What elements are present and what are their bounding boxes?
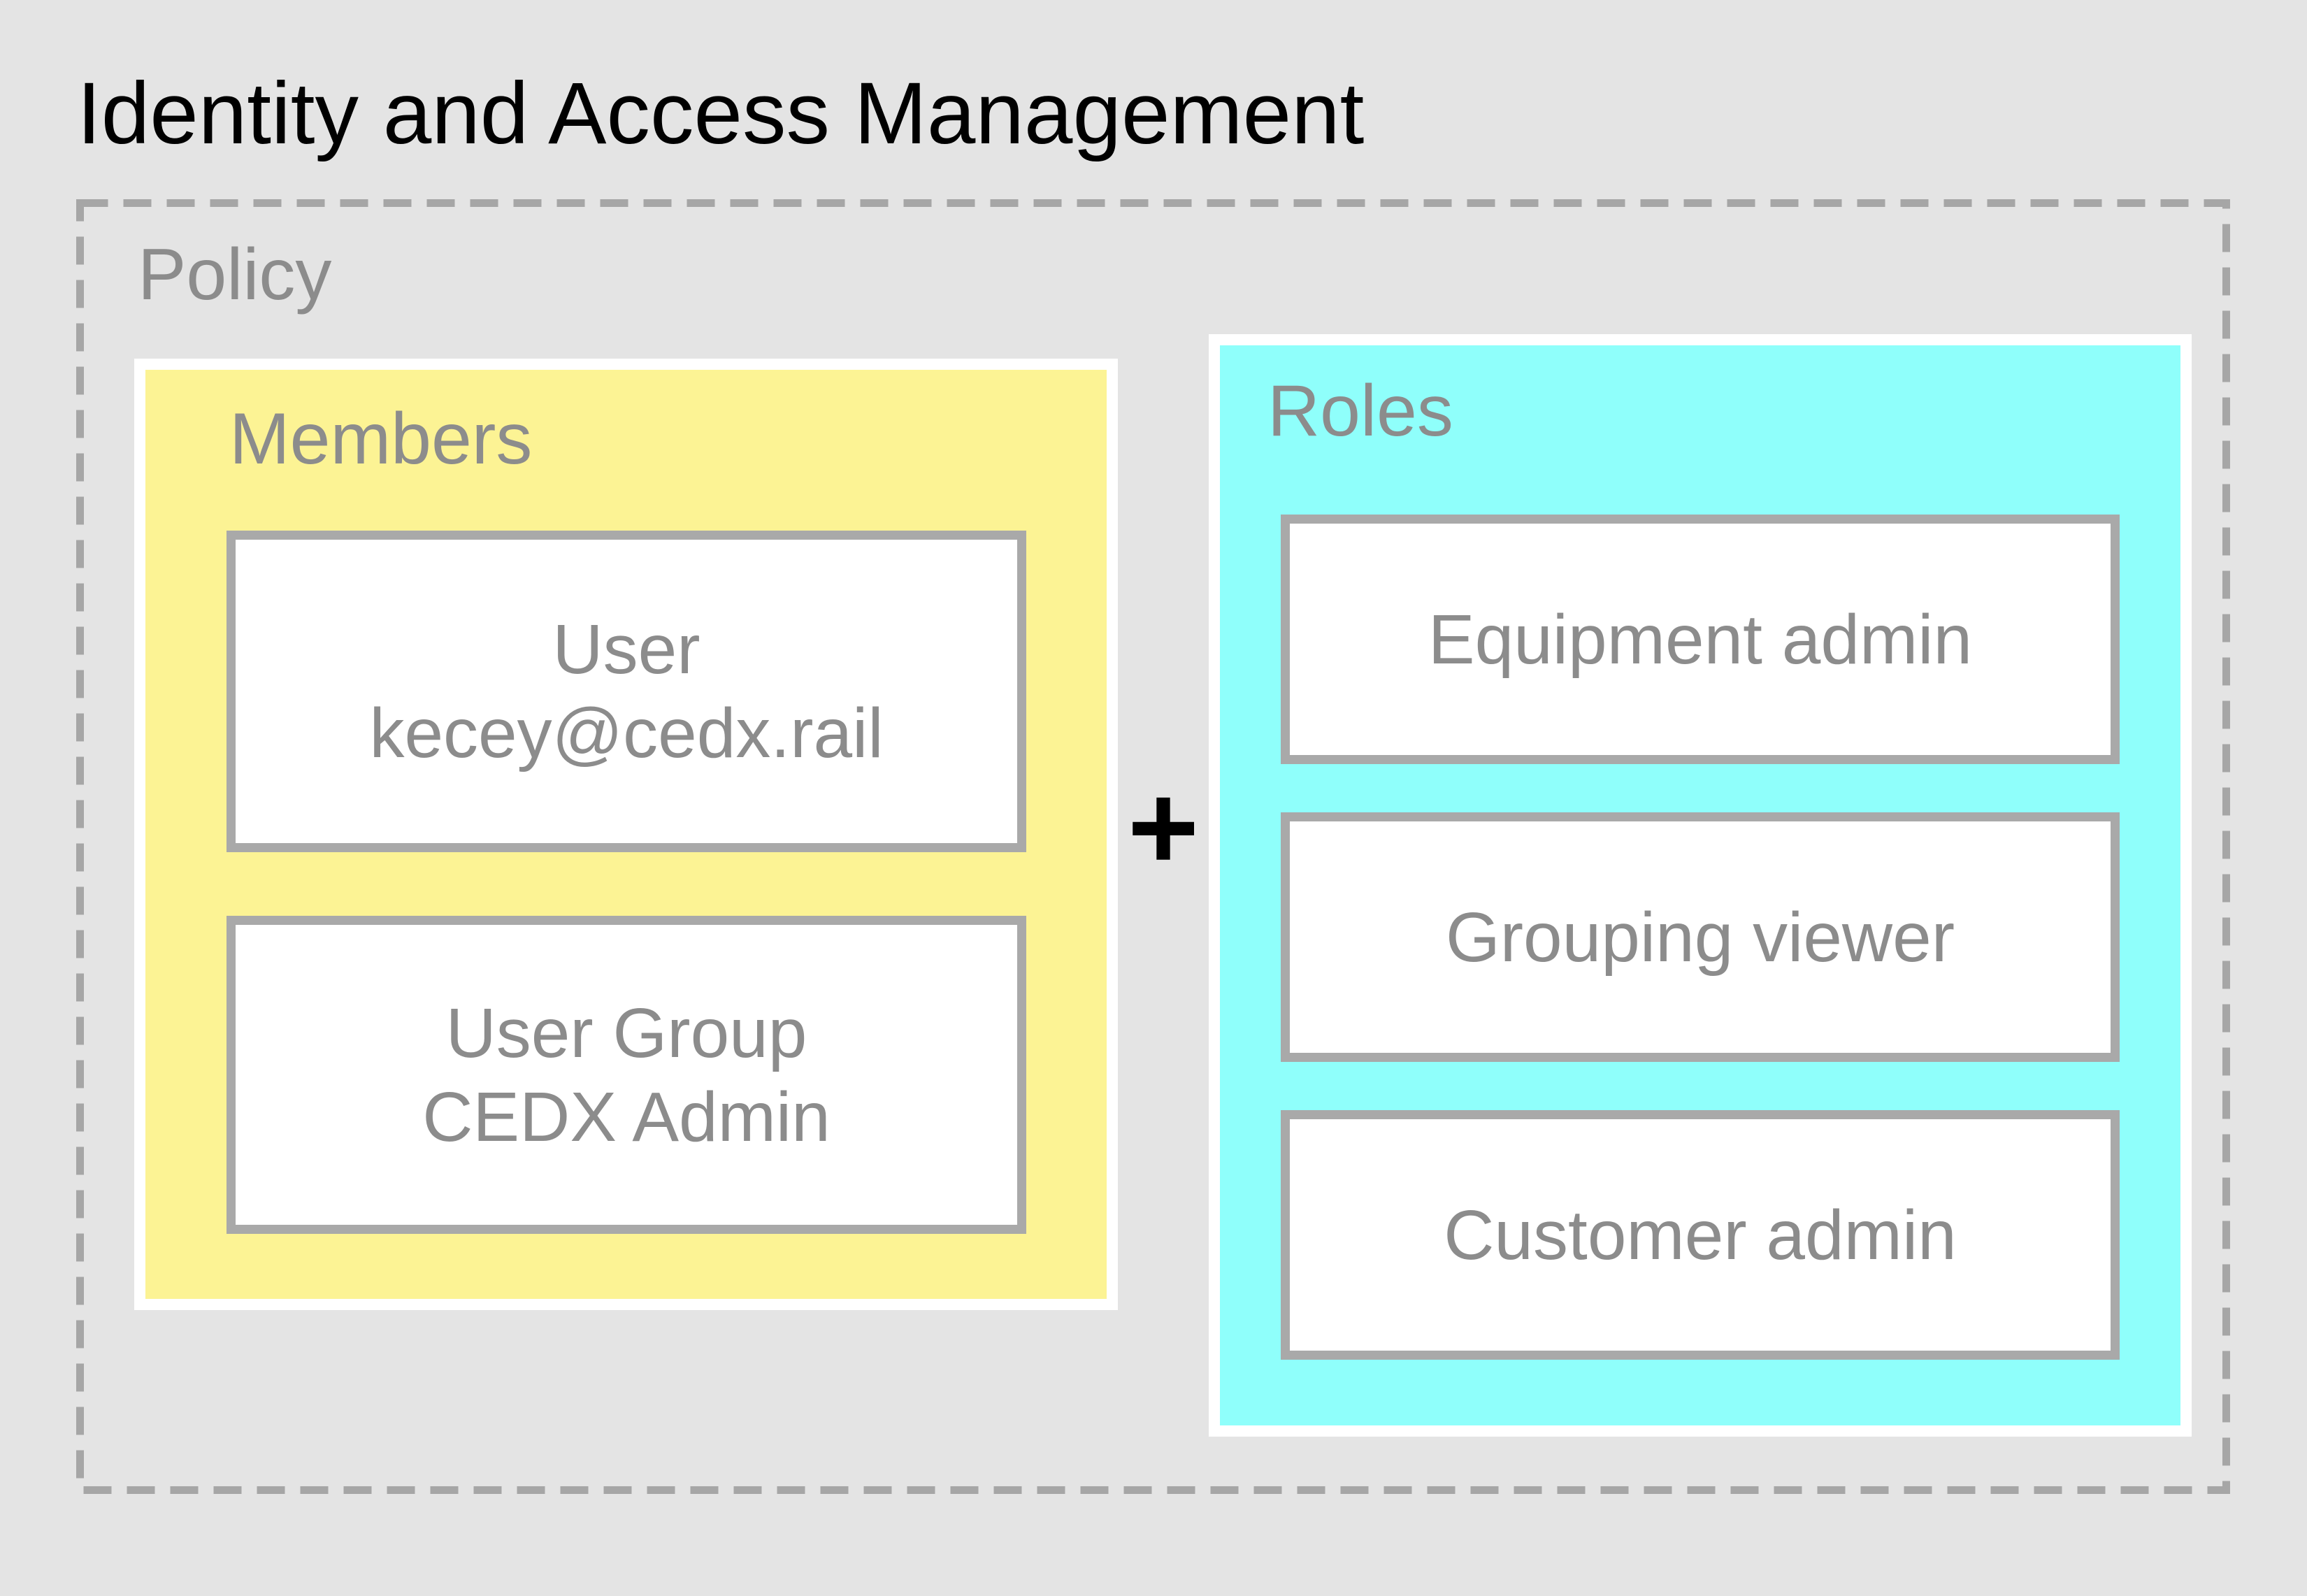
members-label: Members (229, 398, 533, 480)
member-card-user-group: User Group CEDX Admin (227, 916, 1026, 1234)
plus-operator: + (1127, 759, 1200, 896)
role-card-grouping-viewer-label: Grouping viewer (1445, 898, 1955, 977)
policy-label: Policy (138, 234, 332, 315)
member-card-group-name: CEDX Admin (422, 1077, 831, 1156)
member-card-user-email: kecey@cedx.rail (369, 694, 884, 772)
role-card-customer-admin-label: Customer admin (1444, 1195, 1957, 1274)
roles-label: Roles (1267, 371, 1453, 452)
member-card-user-type: User (552, 610, 700, 689)
role-card-grouping-viewer: Grouping viewer (1281, 812, 2120, 1062)
role-card-equipment-admin: Equipment admin (1281, 515, 2120, 764)
page-title: Identity and Access Management (77, 65, 1365, 162)
member-card-user: User kecey@cedx.rail (227, 531, 1026, 852)
role-card-equipment-admin-label: Equipment admin (1428, 600, 1973, 679)
member-card-group-type: User Group (445, 993, 807, 1072)
role-card-customer-admin: Customer admin (1281, 1110, 2120, 1360)
